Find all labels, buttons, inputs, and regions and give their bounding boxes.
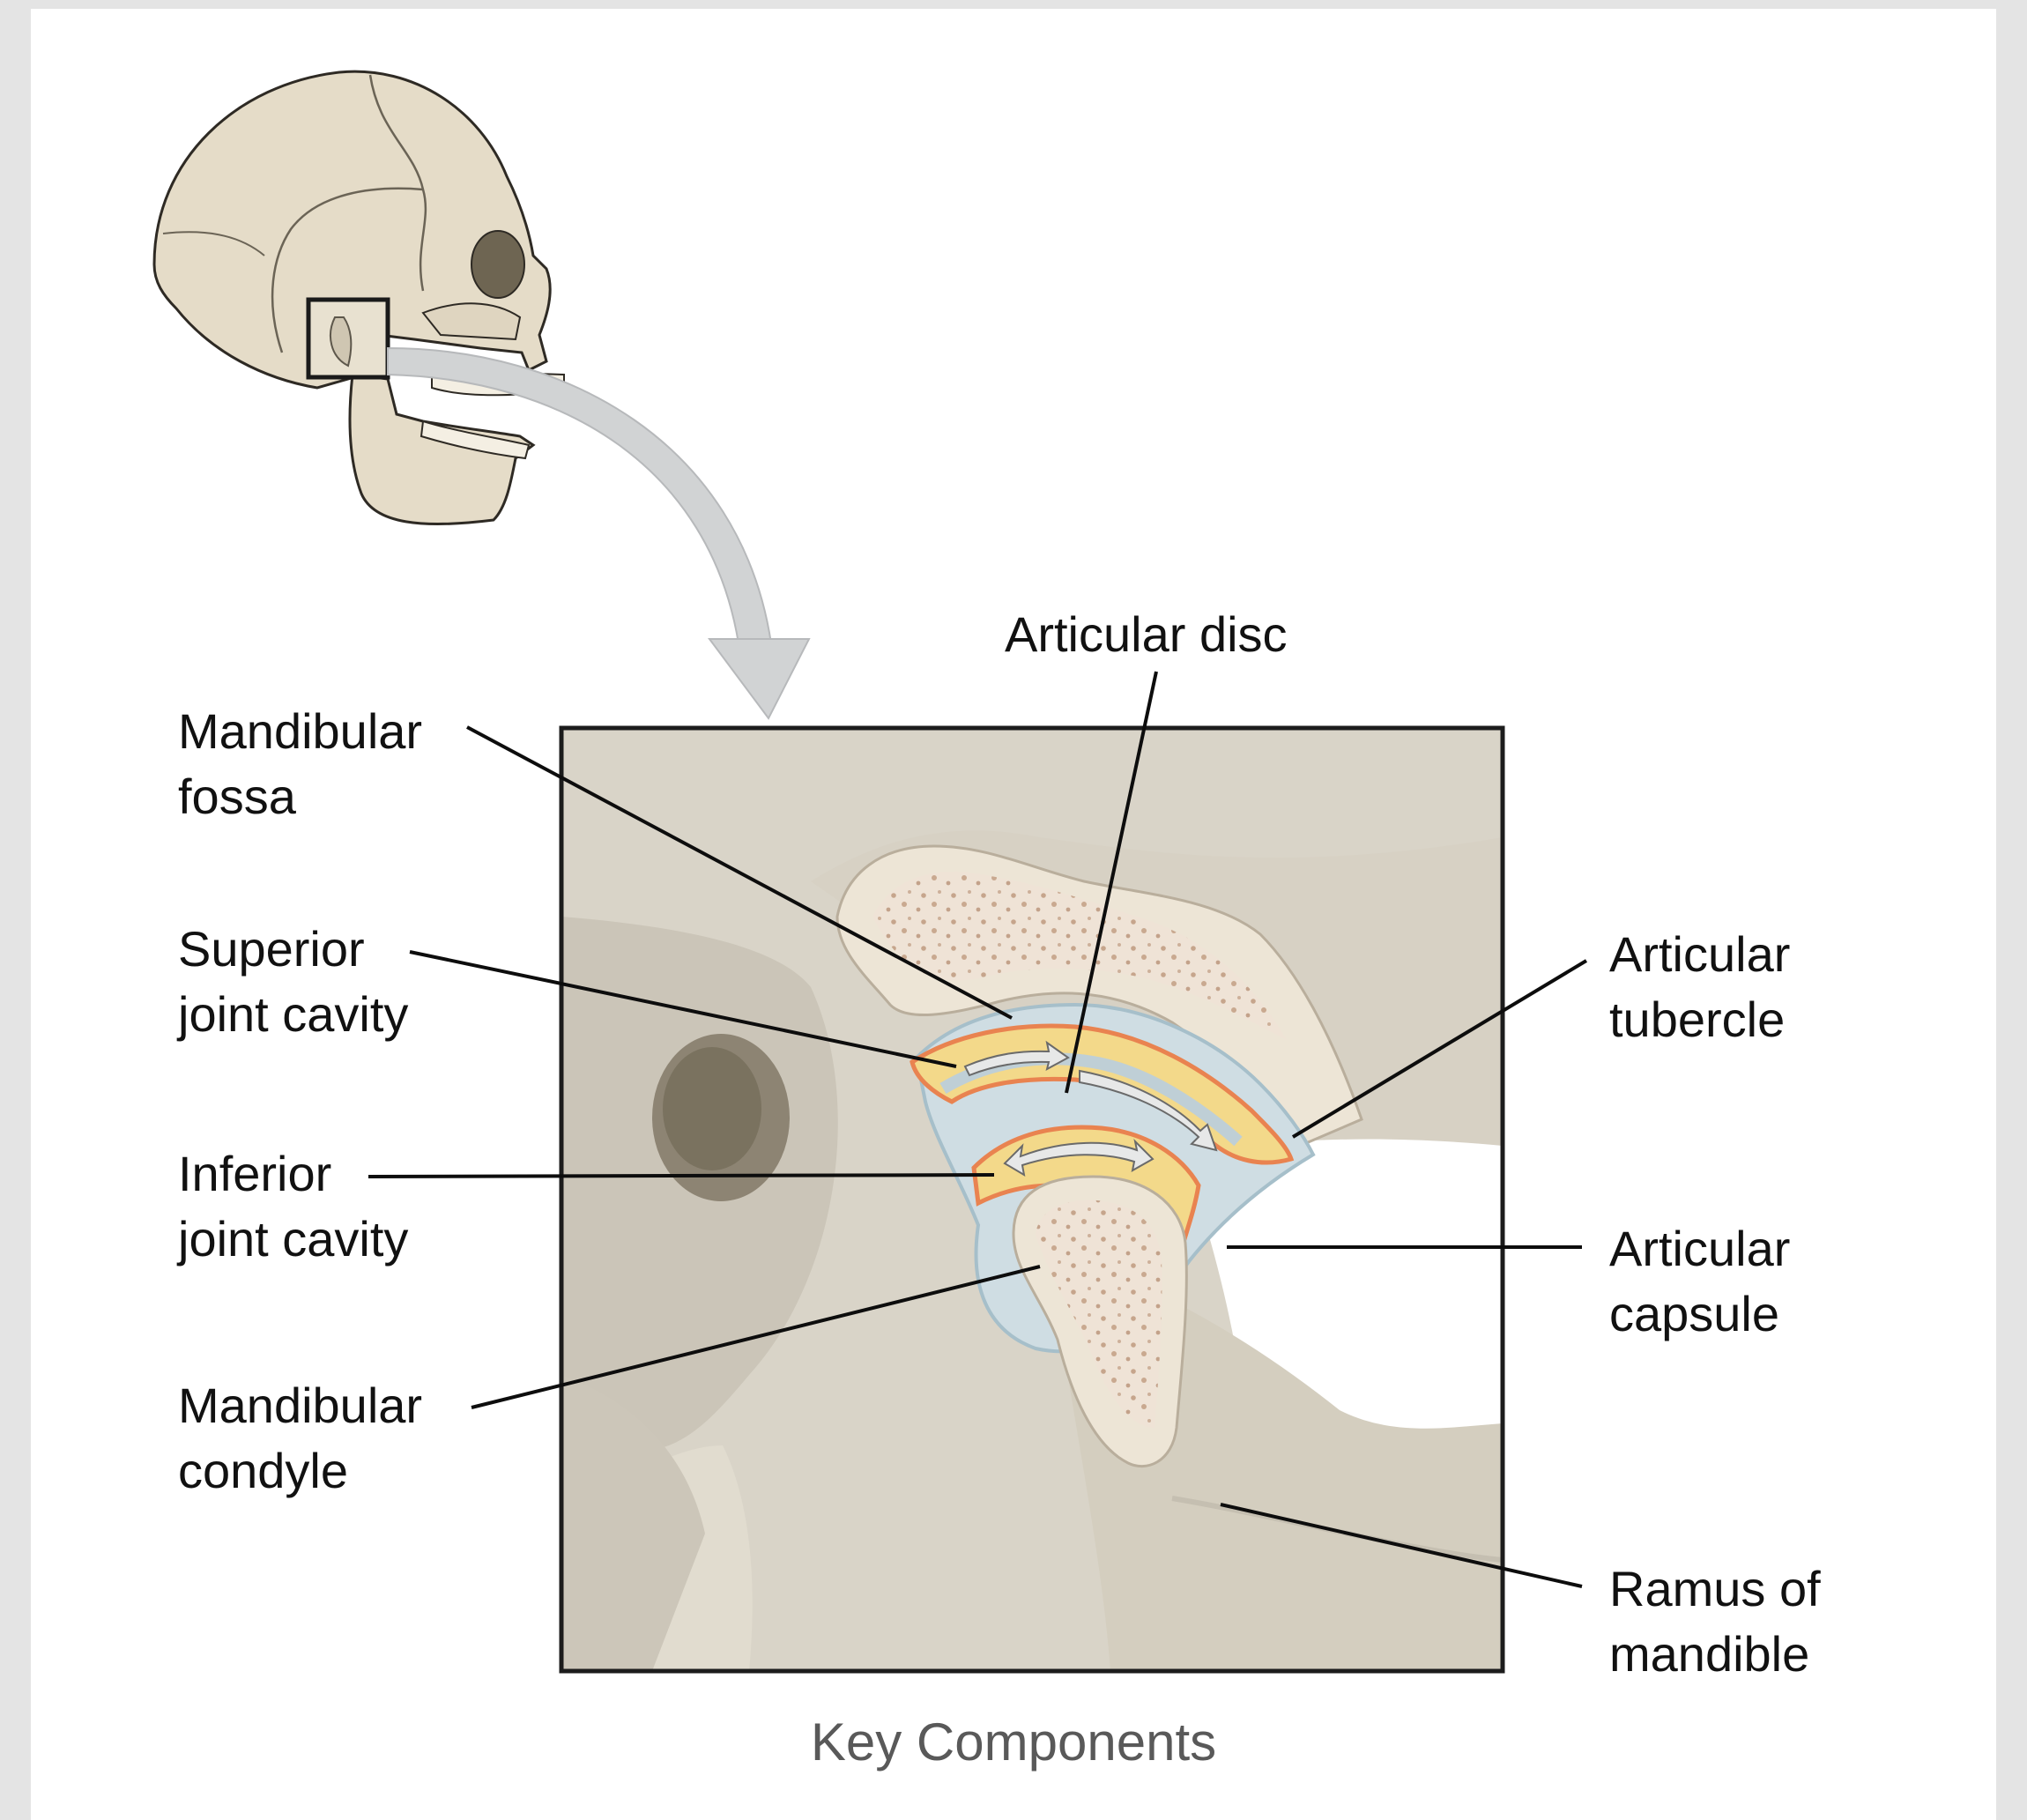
inferior-joint-cavity-line1: Inferior xyxy=(178,1141,408,1207)
mandibular-condyle-line1: Mandibular xyxy=(178,1373,422,1438)
leader-inferior-joint-cavity xyxy=(368,1175,994,1177)
skull-drawing xyxy=(154,71,564,524)
ramus-of-mandible-line2: mandible xyxy=(1609,1622,1821,1687)
articular-tubercle-line1: Articular xyxy=(1609,922,1790,987)
articular-capsule-line1: Articular xyxy=(1609,1216,1790,1281)
magnified-panel xyxy=(561,728,1503,1671)
label-articular-disc: Articular disc xyxy=(1005,602,1288,667)
superior-joint-cavity-line2: joint cavity xyxy=(178,982,408,1047)
label-superior-joint-cavity: Superior joint cavity xyxy=(178,917,408,1047)
mandibular-fossa-line1: Mandibular xyxy=(178,699,422,764)
zoom-arrow xyxy=(388,348,809,718)
label-mandibular-fossa: Mandibular fossa xyxy=(178,699,422,829)
mandibular-fossa-line2: fossa xyxy=(178,764,422,829)
superior-joint-cavity-line1: Superior xyxy=(178,917,408,982)
inferior-joint-cavity-line2: joint cavity xyxy=(178,1207,408,1272)
articular-tubercle-line2: tubercle xyxy=(1609,987,1790,1052)
label-mandibular-condyle: Mandibular condyle xyxy=(178,1373,422,1504)
articular-disc-text: Articular disc xyxy=(1005,606,1288,662)
mandibular-condyle-line2: condyle xyxy=(178,1438,422,1504)
figure-caption: Key Components xyxy=(0,1712,2027,1772)
label-ramus-of-mandible: Ramus of mandible xyxy=(1609,1556,1821,1687)
eye-orbit xyxy=(471,231,524,298)
articular-capsule-line2: capsule xyxy=(1609,1281,1790,1347)
label-articular-capsule: Articular capsule xyxy=(1609,1216,1790,1347)
ramus-of-mandible-line1: Ramus of xyxy=(1609,1556,1821,1622)
label-inferior-joint-cavity: Inferior joint cavity xyxy=(178,1141,408,1272)
label-articular-tubercle: Articular tubercle xyxy=(1609,922,1790,1052)
